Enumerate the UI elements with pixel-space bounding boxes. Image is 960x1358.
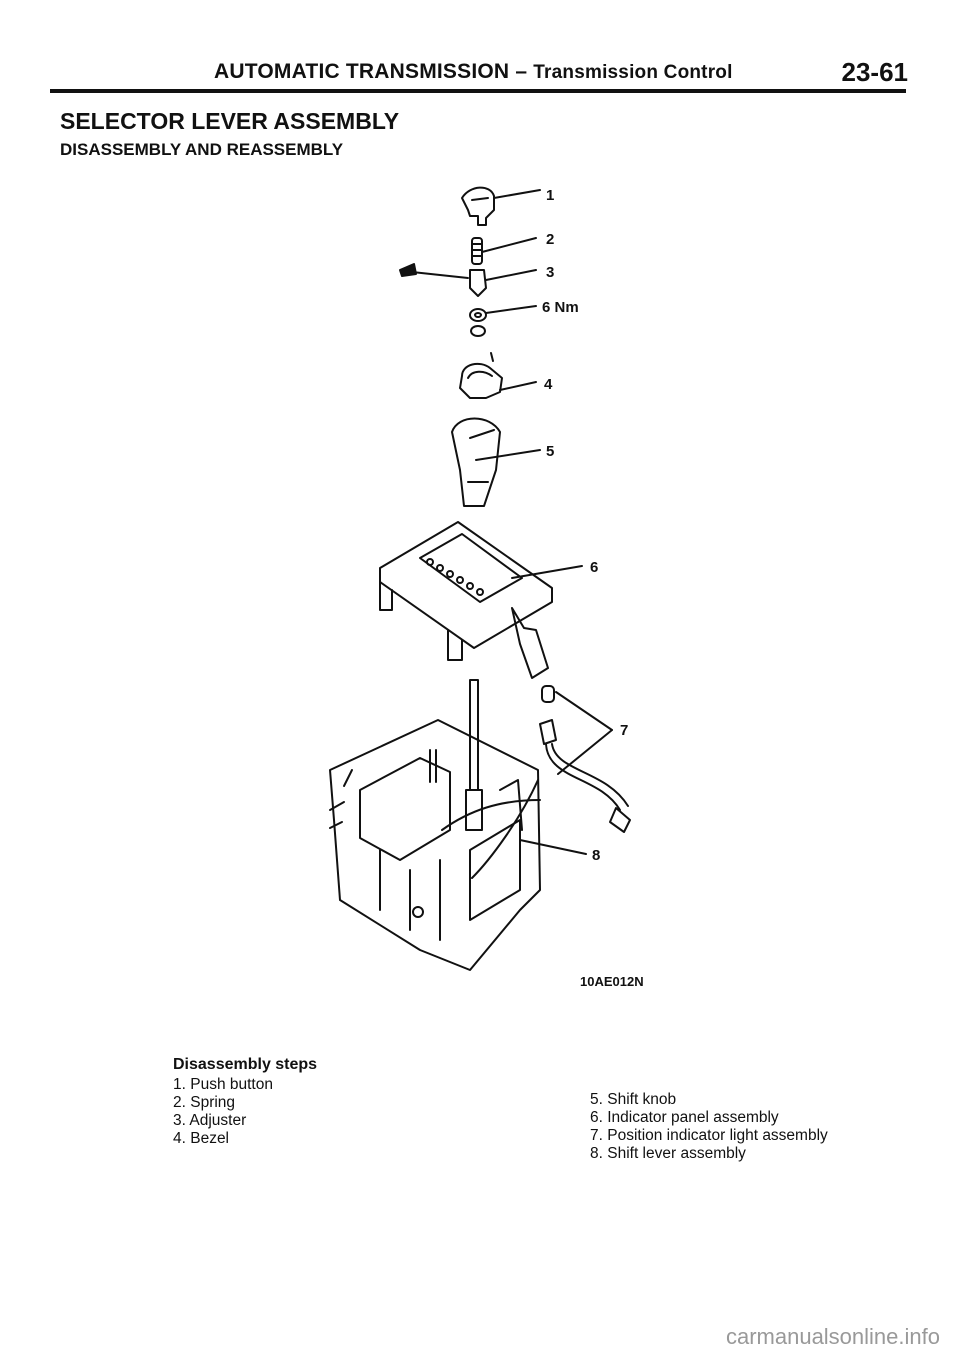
callout-6: 6 [590,559,598,576]
bezel-part [459,362,537,399]
step-item: 8. Shift lever assembly [590,1145,746,1162]
step-item: 2. Spring [173,1094,236,1111]
step-item: 7. Position indicator light assembly [590,1127,828,1144]
step-item: 5. Shift knob [590,1091,677,1108]
page-header-title: AUTOMATIC TRANSMISSION – Transmission Co… [214,60,733,84]
callout-8: 8 [592,847,600,864]
page-number: 23-61 [841,57,909,87]
header-subtitle: Transmission Control [533,62,733,83]
callout-4: 4 [544,376,553,393]
callout-3: 3 [546,264,554,281]
header-dash: – [515,60,528,83]
header-title: AUTOMATIC TRANSMISSION [214,60,510,83]
shift-knob-part [451,417,541,507]
step-item: 4. Bezel [173,1130,230,1147]
callout-5: 5 [546,443,554,460]
section-title: SELECTOR LEVER ASSEMBLY [60,108,400,134]
header-rule [50,89,906,93]
shift-lever-assembly-part [329,679,587,971]
step-item: 3. Adjuster [173,1112,247,1129]
steps-list-right: 5. Shift knob 6. Indicator panel assembl… [590,1091,828,1163]
figure-id: 10AE012N [580,974,644,989]
watermark-text: carmanualsonline.info [725,1324,940,1349]
indicator-panel-part [379,521,583,679]
step-item: 1. Push button [173,1076,273,1093]
adjuster-part [399,263,537,297]
push-button-part [461,186,541,226]
steps-list-left: 1. Push button 2. Spring 3. Adjuster 4. … [173,1076,273,1148]
section-subtitle: DISASSEMBLY AND REASSEMBLY [60,140,344,159]
step-item: 6. Indicator panel assembly [590,1109,779,1126]
position-indicator-light-part [539,685,631,833]
exploded-view-figure: 1 2 3 6 Nm 4 5 6 7 8 10AE012N [329,186,644,989]
callout-1: 1 [546,187,554,204]
callout-torque: 6 Nm [542,299,579,316]
callout-2: 2 [546,231,554,248]
disassembly-steps-title: Disassembly steps [173,1056,318,1073]
spring-part [471,237,537,265]
nut-part [469,305,537,362]
callout-7: 7 [620,722,628,739]
